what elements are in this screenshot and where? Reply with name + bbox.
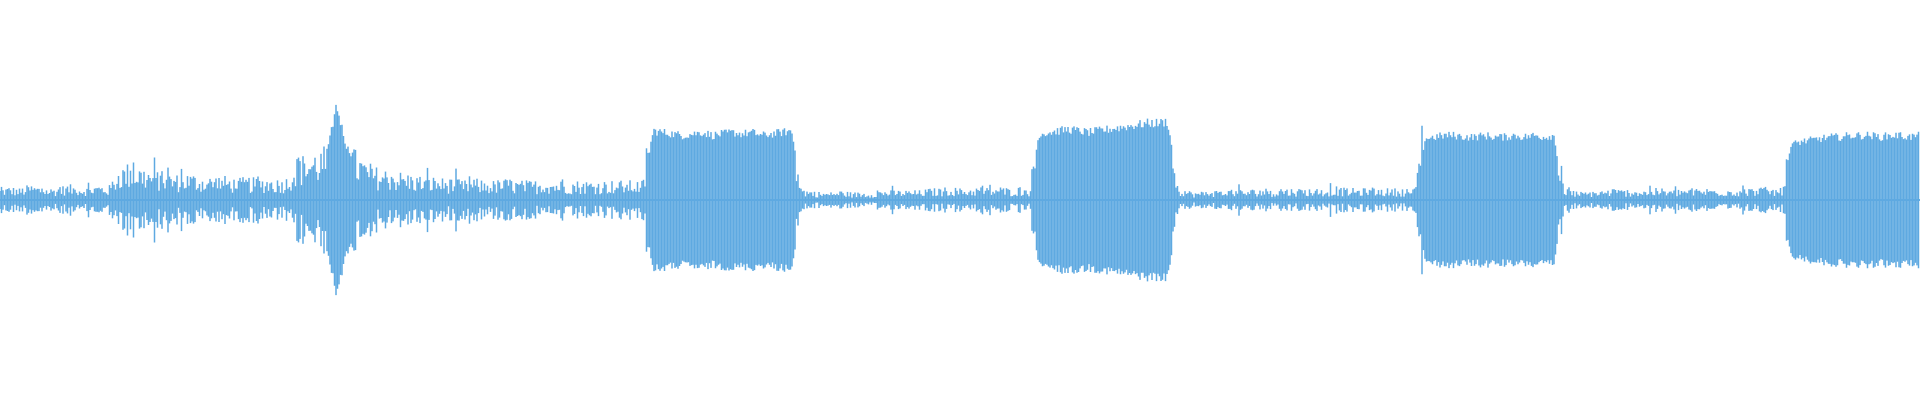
waveform-bars bbox=[0, 104, 1920, 296]
